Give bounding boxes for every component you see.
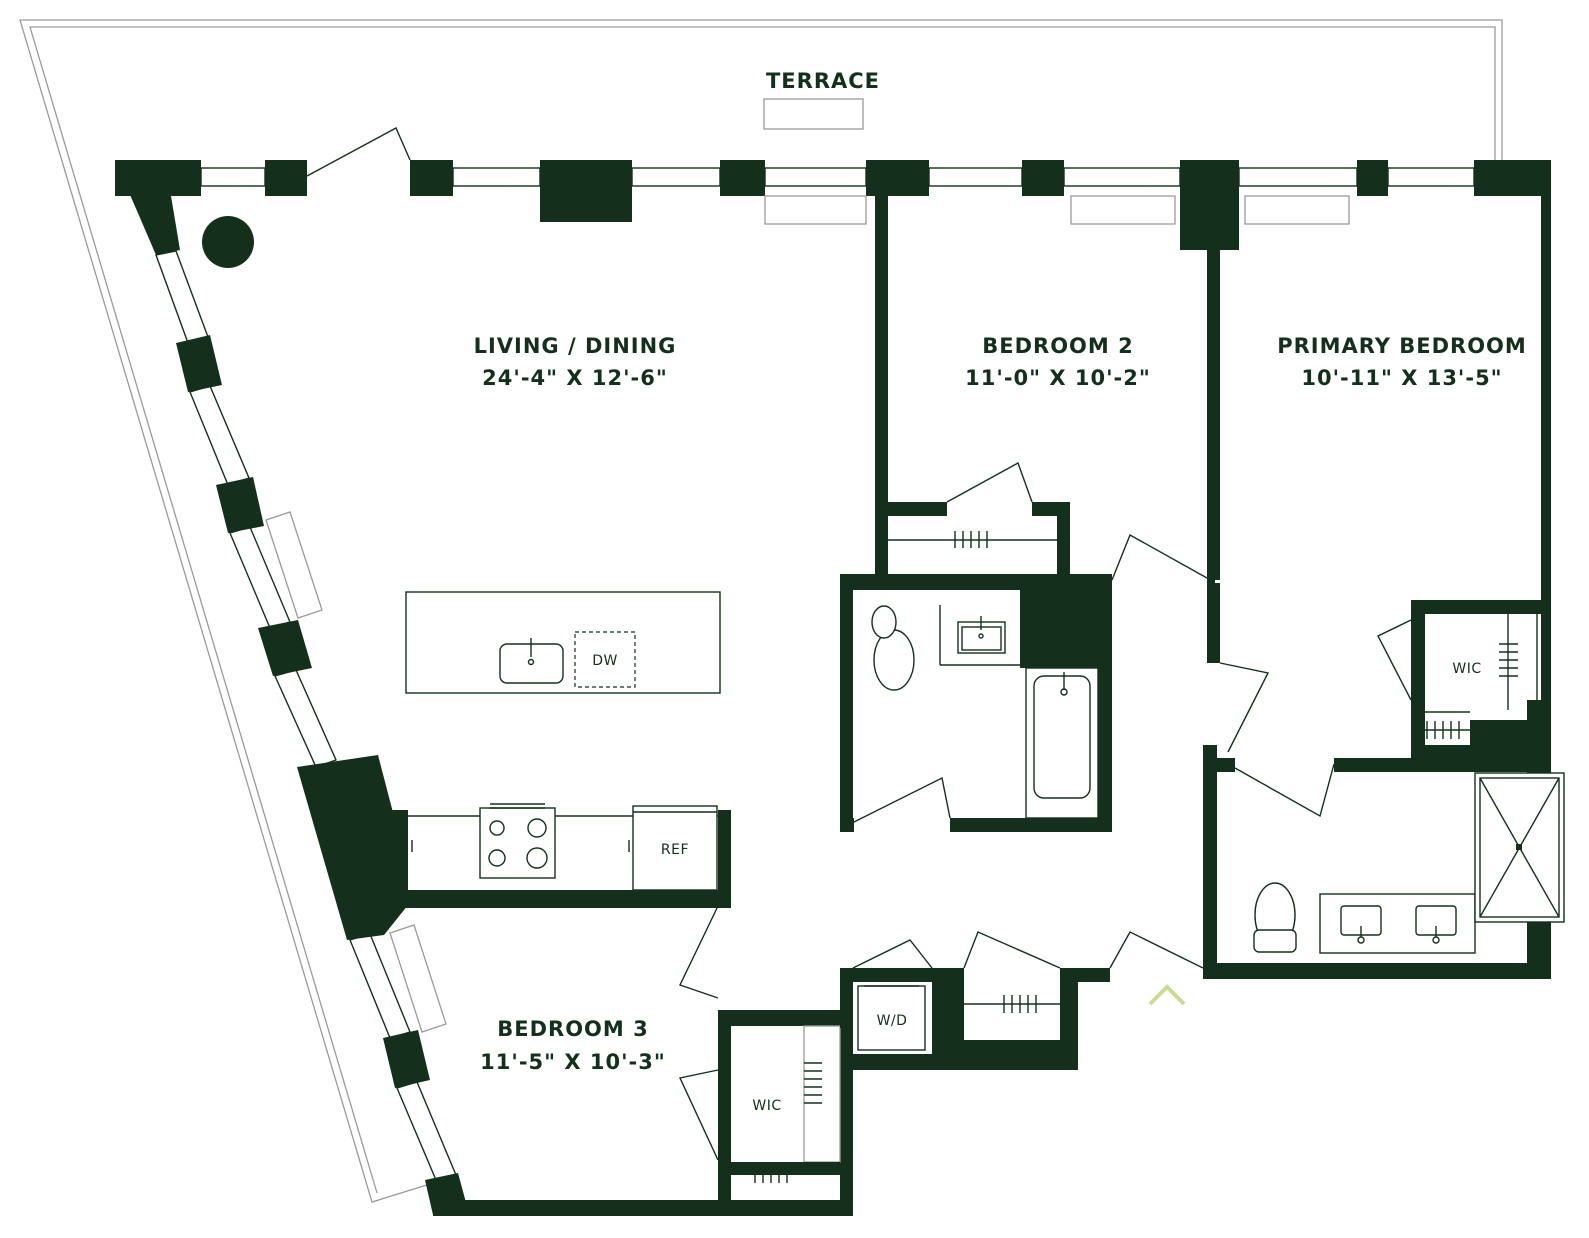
primary-bath-fixtures <box>1253 772 1565 954</box>
toilet-icon <box>873 629 915 691</box>
bathroom-2-fixtures <box>871 605 1099 819</box>
washer-dryer-label: W/D <box>877 1013 908 1029</box>
bathtub-icon <box>1025 667 1099 819</box>
washer-dryer <box>857 985 926 1051</box>
living-dining-dimensions: 24'-4" X 12'-6" <box>482 366 668 390</box>
doors <box>306 127 1412 1161</box>
exterior-wall-top <box>115 160 1551 250</box>
dishwasher <box>574 631 636 688</box>
primary-bedroom-dimensions: 10'-11" X 13'-5" <box>1301 366 1502 390</box>
closet-details <box>731 531 1538 1183</box>
terrace-outline <box>19 19 1503 1203</box>
terrace-label: TERRACE <box>766 69 880 93</box>
bedroom-2-dimensions: 11'-0" X 10'-2" <box>965 366 1151 390</box>
living-dining-label: LIVING / DINING <box>474 334 677 358</box>
exterior-wall-diagonal <box>115 160 468 1215</box>
dishwasher-label: DW <box>592 653 618 669</box>
bedroom-3-dimensions: 11'-5" X 10'-3" <box>480 1050 666 1074</box>
kitchen <box>405 591 721 891</box>
bedroom-3-wic-label: WIC <box>752 1098 781 1114</box>
kitchen-island <box>405 591 721 694</box>
primary-bedroom-label: PRIMARY BEDROOM <box>1277 334 1527 358</box>
bedroom-3-label: BEDROOM 3 <box>497 1017 648 1041</box>
interior-walls <box>202 196 1541 1216</box>
bedroom-2-label: BEDROOM 2 <box>982 334 1133 358</box>
exterior-wall-right <box>1203 160 1551 979</box>
cooktop-icon <box>479 807 556 879</box>
refrigerator-label: REF <box>661 842 689 858</box>
primary-wic-label: WIC <box>1452 661 1481 677</box>
refrigerator <box>632 805 718 891</box>
entry-marker-icon <box>1148 984 1186 1006</box>
